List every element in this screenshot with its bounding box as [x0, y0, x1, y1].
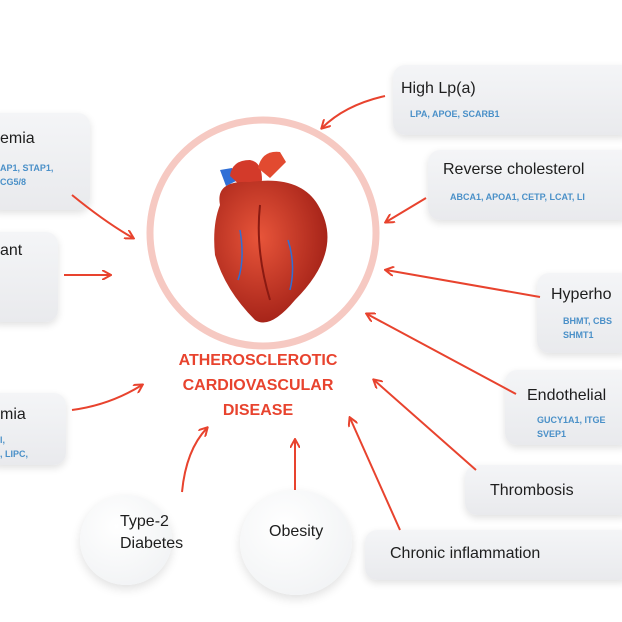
genes-line: AP1, STAP1,: [0, 163, 54, 173]
genes-line: CG5/8: [0, 177, 27, 187]
card-genes: l, , LIPC,: [0, 433, 28, 461]
card-title: mia: [0, 406, 26, 423]
card-dyslipidemia: mia l, , LIPC,: [0, 393, 66, 465]
arrow: [71, 194, 133, 238]
arrow: [322, 95, 386, 128]
genes-line: SHMT1: [563, 330, 594, 340]
center-title: ATHEROSCLEROTIC CARDIOVASCULAR DISEASE: [128, 348, 388, 423]
arrow: [71, 385, 142, 411]
card-high-lpa: High Lp(a) LPA, APOE, SCARB1: [393, 65, 622, 135]
genes-line: l,: [0, 435, 6, 445]
card-genes: ABCA1, APOA1, CETP, LCAT, LI: [450, 192, 585, 202]
arrow: [181, 428, 207, 493]
card-title: Endothelial: [527, 387, 607, 404]
card-endothelial: Endothelial GUCY1A1, ITGE SVEP1: [505, 370, 622, 445]
arrow: [386, 270, 541, 298]
title-line: ATHEROSCLEROTIC: [178, 352, 338, 369]
genes-line: GUCY1A1, ITGE: [537, 415, 606, 425]
card-reverse-cholesterol: Reverse cholesterol ABCA1, APOA1, CETP, …: [428, 150, 622, 220]
card-title: Thrombosis: [490, 482, 574, 499]
card-genes: LPA, APOE, SCARB1: [410, 109, 500, 119]
title-line: Type-2: [120, 513, 169, 530]
card-genes: GUCY1A1, ITGE SVEP1: [537, 413, 606, 441]
genes-line: SVEP1: [537, 429, 567, 439]
card-title: Hyperho: [551, 286, 612, 303]
heart-icon: [214, 151, 328, 323]
card-title: ant: [0, 242, 23, 259]
card-genes: AP1, STAP1, CG5/8: [0, 161, 53, 189]
circle-title: Obesity: [269, 523, 324, 540]
card-hyperhomocysteinemia: Hyperho BHMT, CBS SHMT1: [537, 273, 622, 353]
title-line: CARDIOVASCULAR: [182, 377, 334, 394]
arrow: [386, 197, 427, 222]
arrow: [350, 418, 401, 531]
genes-line: , LIPC,: [0, 449, 29, 459]
center-ring: [146, 116, 380, 350]
card-title: Reverse cholesterol: [443, 161, 585, 178]
card-title: High Lp(a): [401, 80, 476, 97]
arrow: [367, 314, 517, 395]
card-genes: BHMT, CBS SHMT1: [563, 314, 612, 342]
card-title: emia: [0, 130, 35, 147]
card-title: Chronic inflammation: [390, 545, 541, 562]
arrows: [64, 95, 541, 531]
genes-line: BHMT, CBS: [563, 316, 612, 326]
card-dominant: ant: [0, 232, 58, 322]
title-line: Diabetes: [120, 535, 184, 552]
card-hypercholesterolemia: emia AP1, STAP1, CG5/8: [0, 113, 90, 210]
card-thrombosis: Thrombosis: [465, 465, 622, 515]
circle-obesity: Obesity: [240, 490, 352, 595]
arrow: [374, 380, 477, 471]
title-line: DISEASE: [222, 402, 294, 419]
card-chronic-inflammation: Chronic inflammation: [365, 530, 622, 580]
